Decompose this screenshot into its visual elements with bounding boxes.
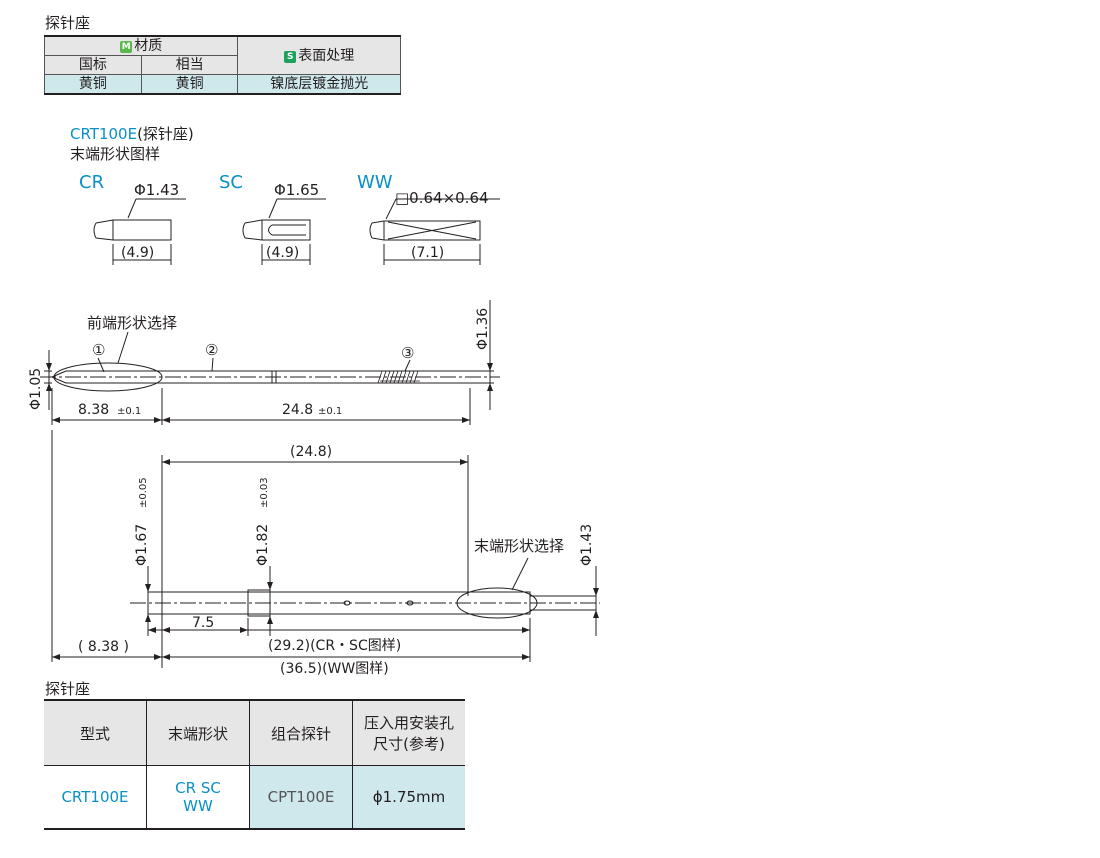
len-short: 7.5	[192, 615, 214, 631]
sc-tip-figure	[242, 198, 326, 265]
cell-national: 黄铜	[44, 74, 142, 95]
col-equivalent: 相当	[140, 55, 239, 75]
mark-1: ①	[92, 341, 105, 359]
end-shape-label: 末端形状选择	[474, 537, 564, 555]
cell-surface: 镍底层镀金抛光	[237, 74, 401, 95]
cr-len: (4.9)	[121, 245, 154, 261]
len1-val: 8.38	[78, 402, 109, 418]
s-badge-icon: S	[284, 50, 297, 63]
cr-dia: Φ1.43	[134, 181, 179, 199]
cell-model: CRT100E	[44, 765, 147, 830]
socket-dia2-tol: ±0.03	[259, 477, 270, 508]
ww-code: WW	[357, 172, 393, 193]
len-left: ( 8.38 )	[78, 639, 129, 655]
socket-top-dim: (24.8)	[290, 444, 332, 460]
cr-code: CR	[79, 172, 104, 193]
len-ww: (36.5)(WW图样)	[280, 661, 389, 677]
material-section-title: 探针座	[45, 14, 91, 32]
dia-right: Φ1.36	[475, 308, 491, 350]
material-header: 材质	[134, 38, 163, 54]
socket-dia2: Φ1.82	[255, 524, 271, 566]
th-hole: 压入用安装孔 尺寸(参考)	[352, 699, 465, 766]
socket-dia1-tol: ±0.05	[138, 477, 149, 508]
front-shape-label: 前端形状选择	[87, 314, 177, 332]
ww-dia: □0.64×0.64	[395, 189, 489, 207]
cell-shape-line1: CR SC	[175, 779, 221, 797]
tip-model-line: CRT100E(探针座)	[70, 123, 194, 144]
spec-table: 型式 末端形状 组合探针 压入用安装孔 尺寸(参考) CRT100E CR SC…	[44, 699, 465, 830]
dia-left: Φ1.05	[28, 368, 44, 410]
col-national: 国标	[44, 55, 142, 75]
socket-figure	[51, 430, 600, 668]
sc-code: SC	[219, 172, 243, 193]
socket-dia1: Φ1.67	[134, 524, 150, 566]
socket-dia3: Φ1.43	[579, 524, 595, 566]
m-badge-icon: M	[120, 41, 133, 53]
sc-len: (4.9)	[266, 245, 299, 261]
surface-header: 表面处理	[298, 47, 355, 64]
mark-2: ②	[205, 341, 218, 359]
probe-figure	[40, 300, 500, 425]
len-cr-sc: (29.2)(CR・SC图样)	[268, 638, 401, 654]
th-model: 型式	[44, 699, 147, 766]
cell-hole: ϕ1.75mm	[352, 765, 465, 830]
th-hole-line2: 尺寸(参考)	[373, 735, 445, 753]
ww-tip-figure	[369, 198, 500, 265]
cr-tip-figure	[93, 198, 186, 265]
mark-3: ③	[401, 344, 414, 362]
tip-model-label: CRT100E	[70, 125, 138, 143]
tip-model-suffix: (探针座)	[137, 125, 194, 143]
bottom-table-title: 探针座	[45, 680, 91, 698]
cell-probe: CPT100E	[249, 765, 353, 830]
len2-tol: ±0.1	[318, 406, 342, 417]
cell-shape-line2: WW	[183, 797, 213, 815]
th-hole-line1: 压入用安装孔	[363, 714, 454, 732]
tip-section-title: 末端形状图样	[70, 145, 161, 163]
len1-tol: ±0.1	[117, 406, 141, 417]
sc-dia: Φ1.65	[274, 181, 319, 199]
th-probe: 组合探针	[249, 699, 353, 766]
len2-val: 24.8	[282, 402, 313, 418]
cell-shape: CR SC WW	[146, 765, 250, 830]
cell-equivalent: 黄铜	[140, 74, 239, 95]
ww-len: (7.1)	[411, 245, 444, 261]
th-shape: 末端形状	[146, 699, 250, 766]
